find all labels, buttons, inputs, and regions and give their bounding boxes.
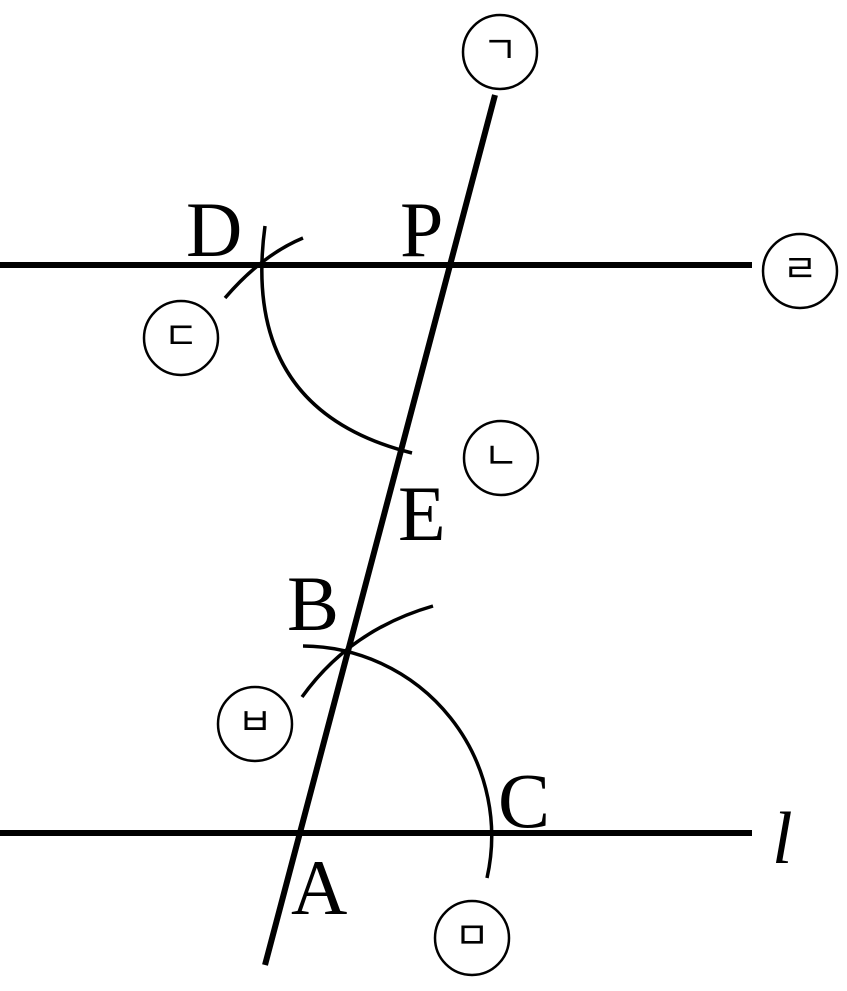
point-label-p: P bbox=[400, 186, 443, 273]
point-label-e: E bbox=[398, 470, 446, 557]
point-label-b: B bbox=[287, 560, 339, 647]
arc-around-p bbox=[260, 225, 413, 455]
svg-text:ㄴ: ㄴ bbox=[484, 434, 519, 478]
arc-intersect-b bbox=[300, 604, 434, 699]
step-marker-2: ㄴ bbox=[462, 419, 540, 497]
transversal-line bbox=[262, 94, 498, 966]
step-marker-6: ㅂ bbox=[216, 685, 294, 763]
svg-text:ㅂ: ㅂ bbox=[238, 700, 273, 744]
step-marker-4: ㄹ bbox=[761, 232, 839, 310]
point-label-d: D bbox=[186, 186, 242, 273]
svg-text:ㄱ: ㄱ bbox=[483, 28, 518, 72]
step-marker-1: ㄱ bbox=[461, 13, 539, 91]
svg-text:ㄹ: ㄹ bbox=[783, 247, 818, 291]
arc-intersect-d bbox=[223, 236, 304, 300]
step-marker-5: ㅁ bbox=[433, 899, 511, 977]
svg-text:ㄷ: ㄷ bbox=[164, 314, 199, 358]
arc-around-a bbox=[302, 644, 494, 879]
step-marker-3: ㄷ bbox=[142, 299, 220, 377]
svg-text:ㅁ: ㅁ bbox=[455, 914, 490, 958]
line-label-l: l bbox=[772, 798, 793, 880]
point-label-a: A bbox=[291, 844, 347, 931]
point-label-c: C bbox=[498, 757, 550, 844]
